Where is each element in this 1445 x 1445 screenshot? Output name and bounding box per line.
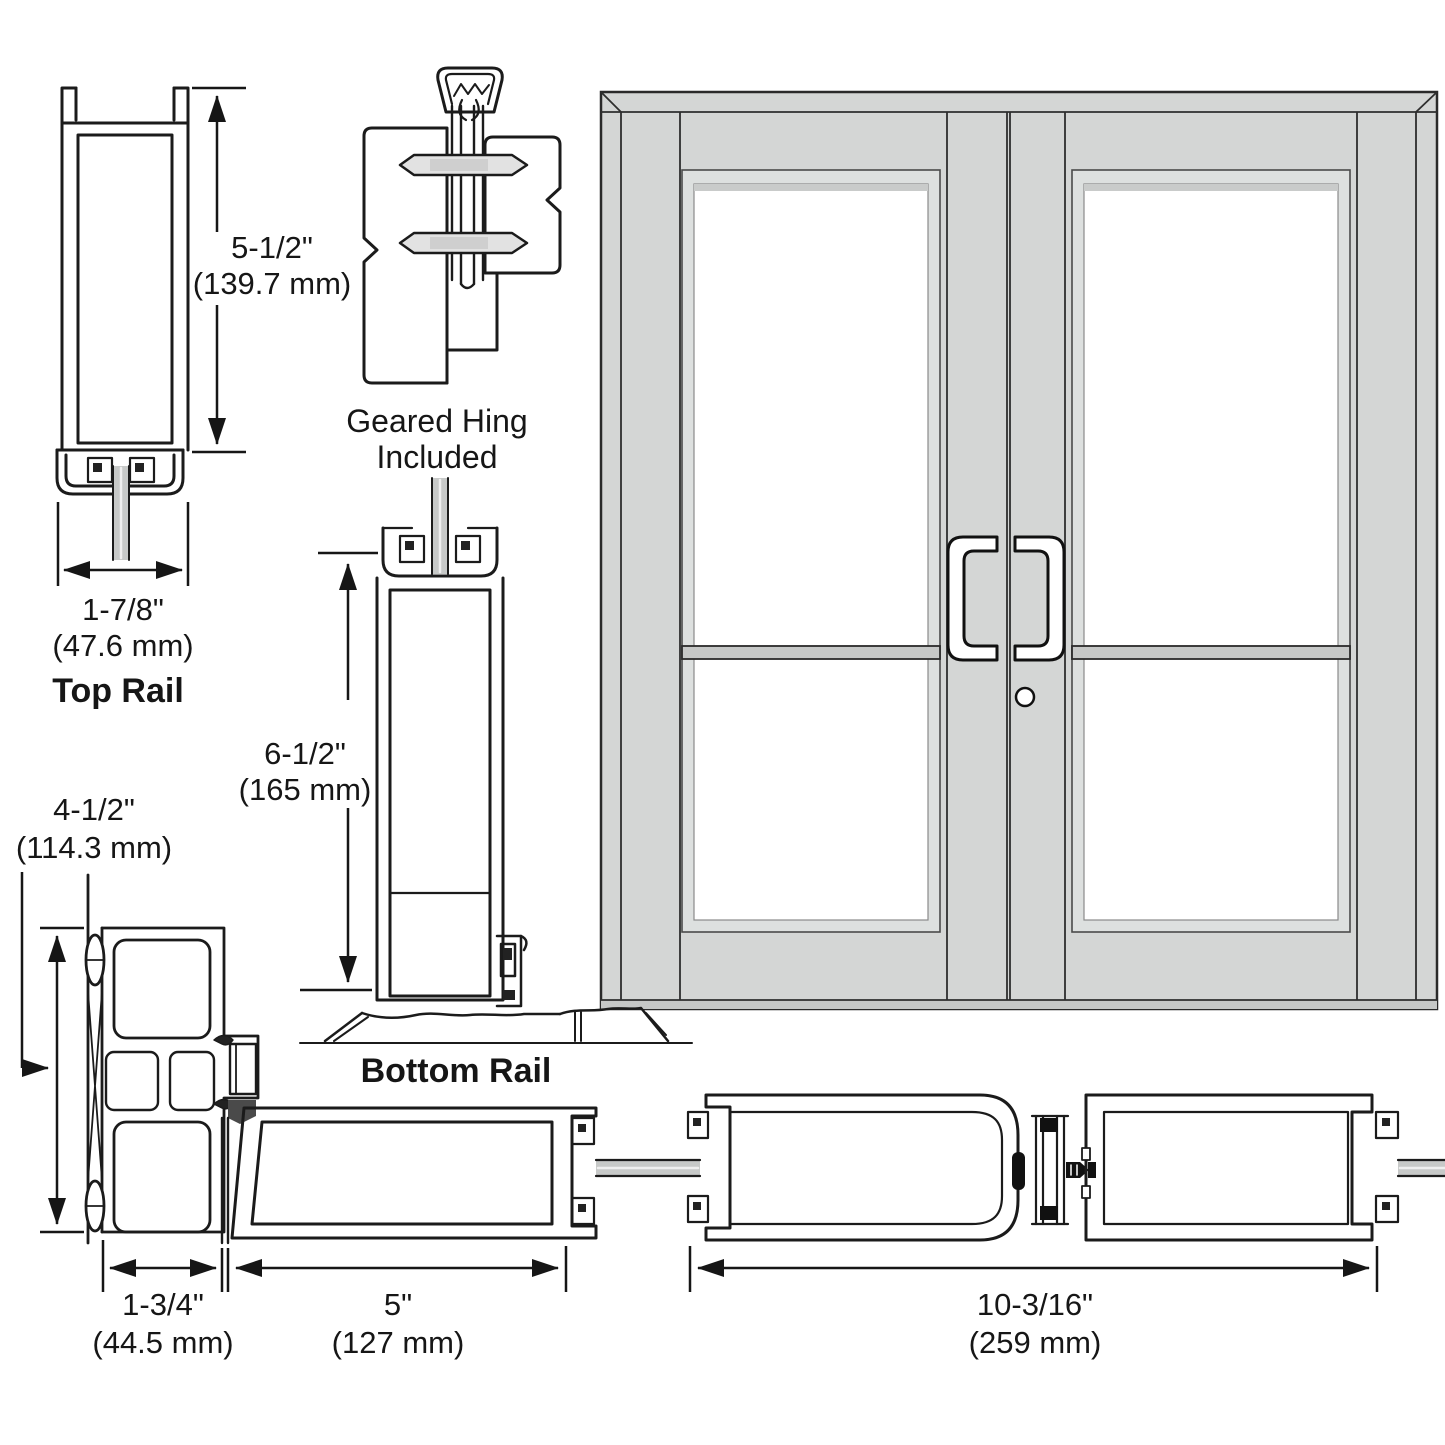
- door-elevation: [599, 90, 1439, 1011]
- meeting-stiles-width-in: 10-3/16": [977, 1287, 1093, 1322]
- top-rail-label: Top Rail: [52, 672, 184, 710]
- top-rail-width-mm: (47.6 mm): [52, 628, 193, 663]
- left-door-glass: [681, 169, 941, 933]
- hinge-screw-bottom: [398, 231, 529, 255]
- bottom-rail-section: [299, 477, 693, 1044]
- frame-depth-mm: (114.3 mm): [16, 830, 172, 865]
- cylinder-lock-icon: [1014, 686, 1036, 708]
- bottom-rail-height-mm: (165 mm): [239, 772, 372, 807]
- door-sill: [601, 1000, 1437, 1009]
- top-rail-width-in: 1-7/8": [82, 592, 164, 627]
- right-pull-handle-icon: [1013, 535, 1066, 662]
- bottom-rail-glass: [431, 477, 449, 575]
- frame-face-in: 1-3/4": [122, 1287, 204, 1322]
- geared-hinge-section: [362, 66, 562, 385]
- top-rail-glass: [112, 465, 130, 561]
- frame-depth-dimension: [20, 872, 84, 1234]
- hinge-stile-plan: [230, 1106, 598, 1240]
- right-lock-stile-plan: [1081, 1093, 1400, 1242]
- right-door-glass: [1071, 169, 1351, 933]
- bottom-dimensions: [101, 1240, 1379, 1292]
- stile-plan-sections: [230, 1093, 1445, 1242]
- left-lock-stile-plan: [686, 1093, 1025, 1242]
- bottom-rail-height-in: 6-1/2": [264, 736, 346, 771]
- pivot-shoe: [495, 934, 528, 1008]
- geared-hinge-note-line1: Geared Hing: [346, 403, 527, 439]
- glass-strip-left: [594, 1158, 702, 1178]
- hinge-stile-width-mm: (127 mm): [332, 1325, 465, 1360]
- threshold-ramp: [299, 1006, 693, 1044]
- glass-strip-right: [1396, 1158, 1445, 1178]
- latch-bolt: [1066, 1162, 1089, 1178]
- hinge-screw-top: [398, 153, 529, 177]
- left-pull-handle-icon: [946, 535, 999, 662]
- astragal-plan: [1030, 1114, 1070, 1226]
- hinge-stile-width-in: 5": [384, 1287, 412, 1322]
- frame-jamb-section: [84, 873, 260, 1245]
- top-rail-height-mm: (139.7 mm): [193, 266, 351, 301]
- bottom-rail-label: Bottom Rail: [361, 1052, 552, 1090]
- top-rail-width-dimension: [56, 502, 190, 586]
- bottom-rail-height-dimension: [300, 551, 378, 992]
- meeting-stiles-width-mm: (259 mm): [969, 1325, 1102, 1360]
- left-door-midrail: [681, 645, 941, 660]
- meeting-stile-bumper: [1012, 1152, 1025, 1190]
- frame-face-mm: (44.5 mm): [92, 1325, 233, 1360]
- geared-hinge-note-line2: Included: [377, 439, 498, 475]
- top-rail-section: [55, 86, 190, 561]
- top-rail-height-dimension: [192, 86, 246, 454]
- top-rail-height-in: 5-1/2": [231, 230, 313, 265]
- frame-depth-in: 4-1/2": [53, 792, 135, 827]
- right-door-midrail: [1071, 645, 1351, 660]
